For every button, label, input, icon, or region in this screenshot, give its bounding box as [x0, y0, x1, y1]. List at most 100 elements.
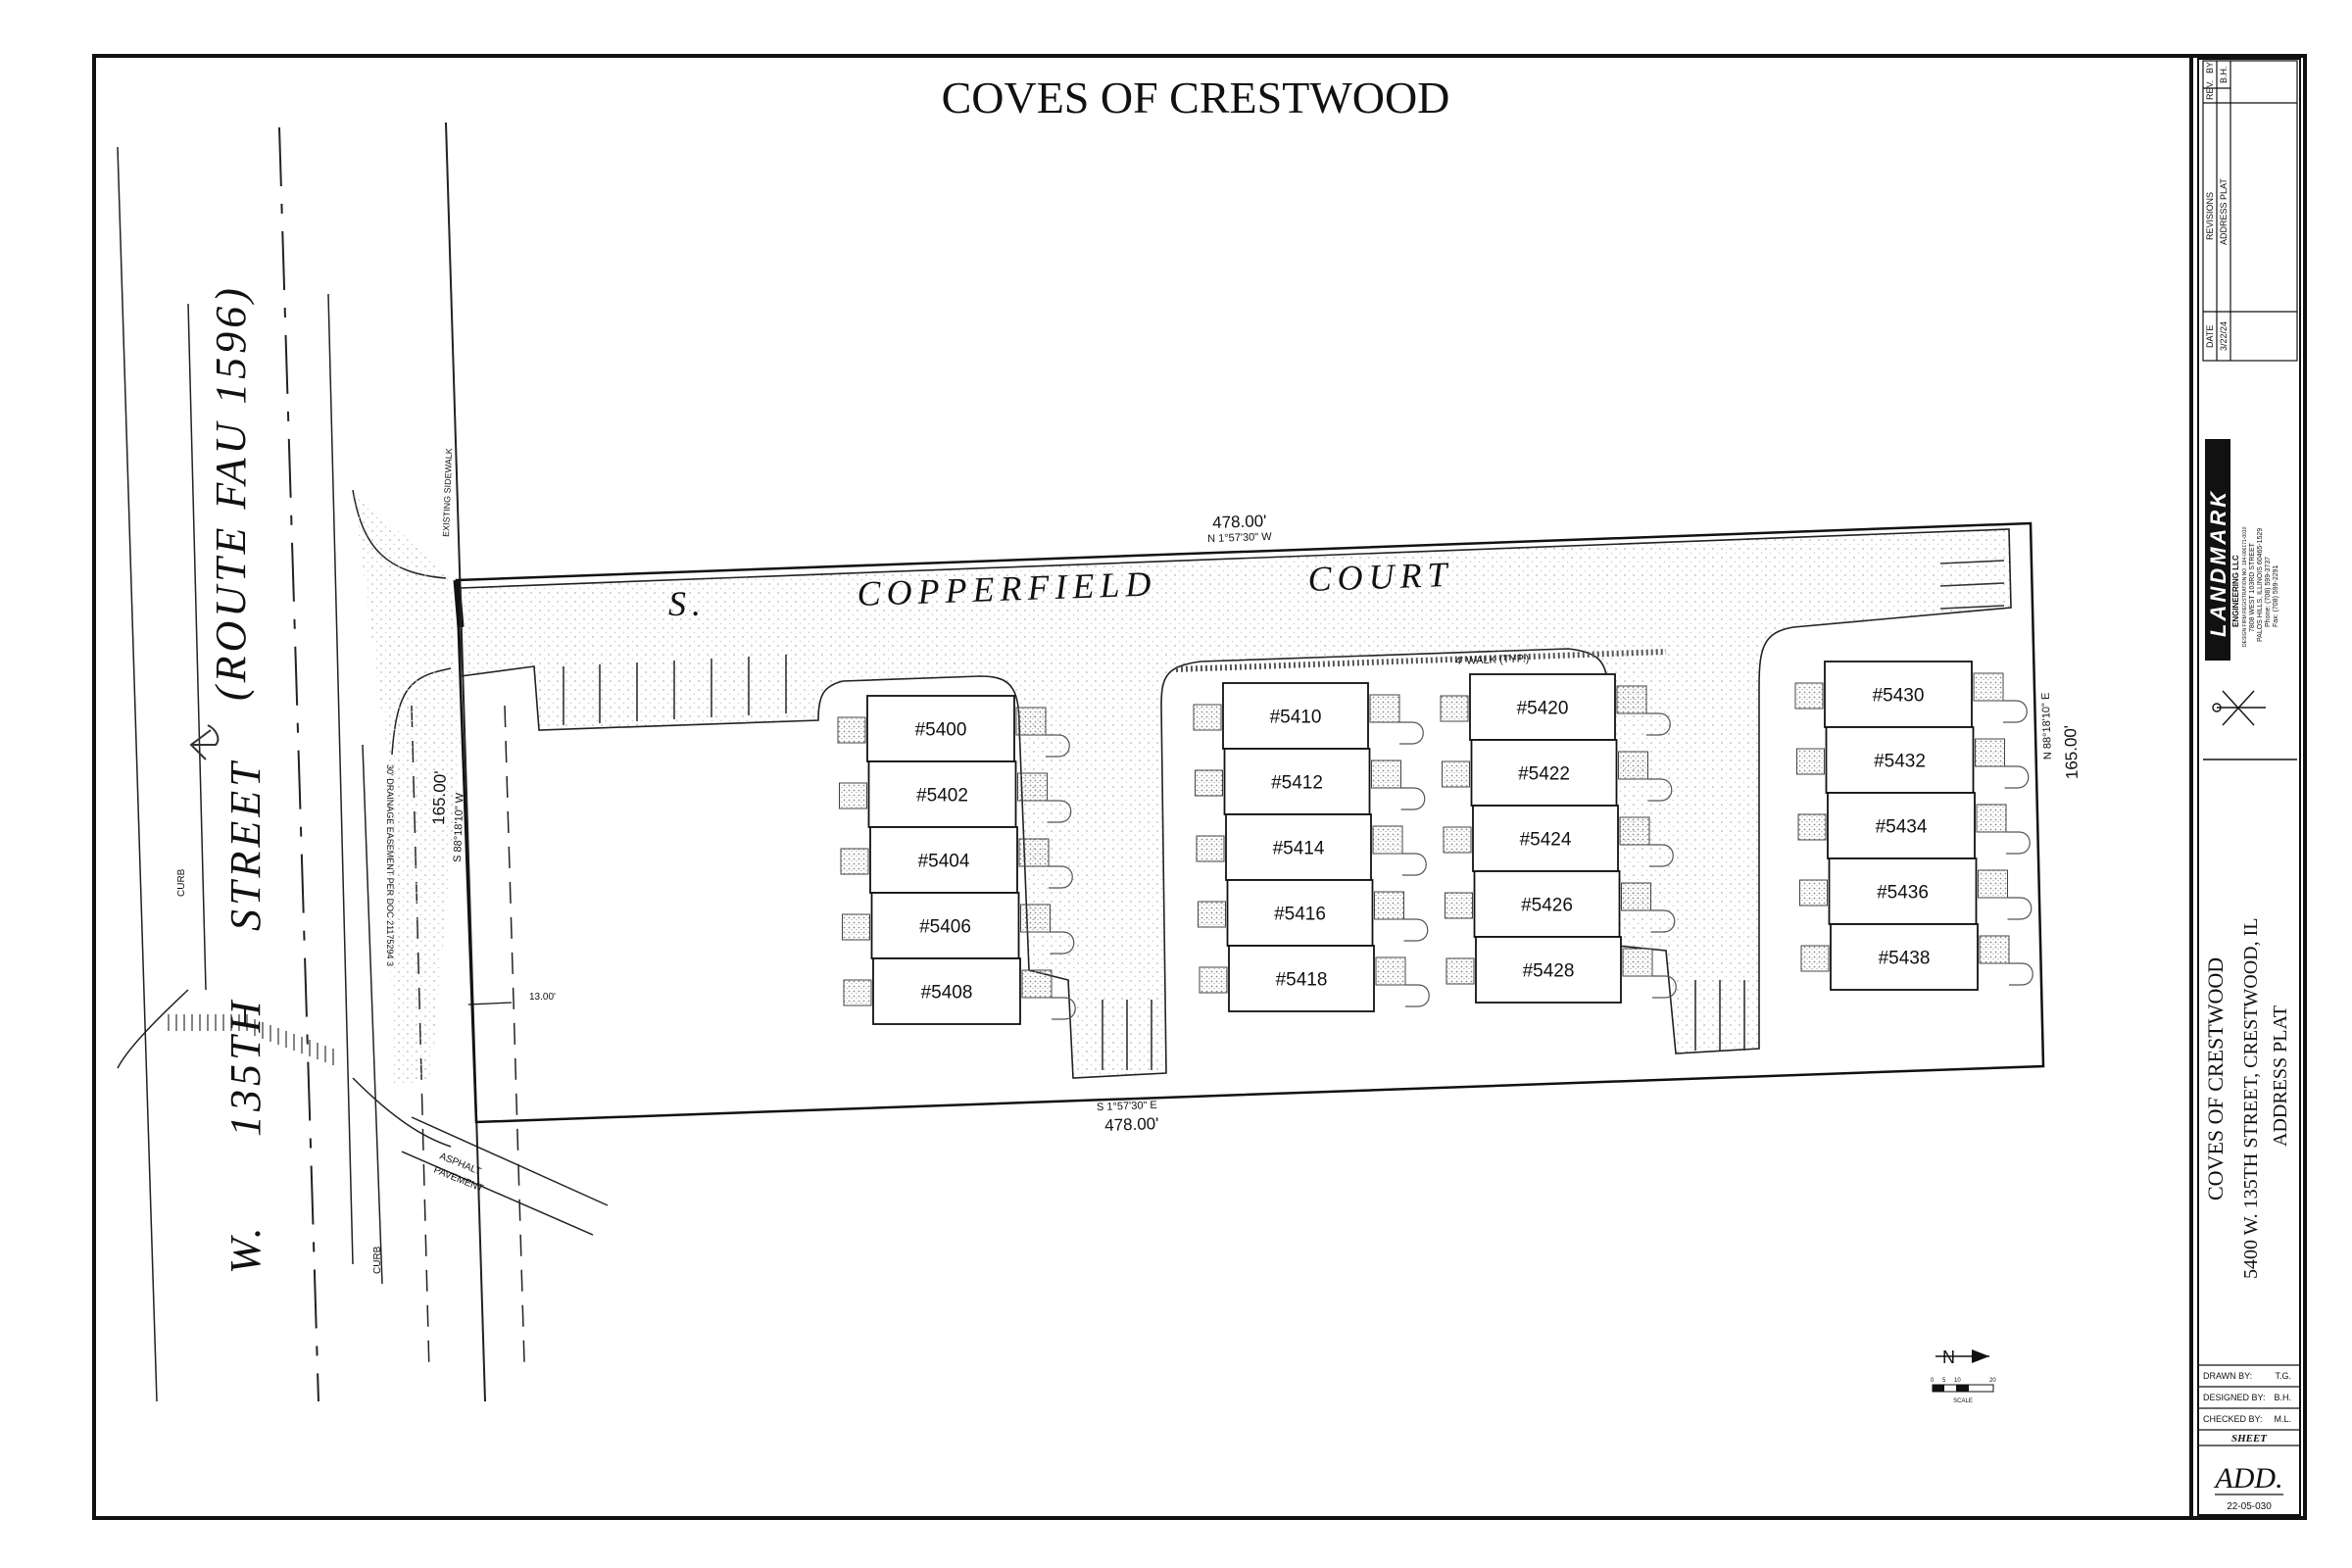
patio-left: [1196, 835, 1225, 862]
unit-address-label: #5430: [1873, 686, 1925, 707]
setback-dimension: [467, 1002, 513, 1005]
driveway-stub: [1047, 800, 1072, 823]
revisions-table: [2202, 60, 2298, 362]
unit-address-label: #5402: [916, 786, 968, 807]
patio-left: [1442, 760, 1470, 788]
patio-right: [1374, 891, 1404, 920]
unit-address-label: #5434: [1876, 817, 1928, 838]
building-block-2: #5410 #5412 #5414 #5416 #5418: [1193, 682, 1430, 1012]
unit-5426: #5426: [1445, 870, 1676, 938]
curb-label-upper: CURB: [176, 868, 187, 897]
west-distance: 165.00': [429, 770, 450, 825]
east-bearing: N 88°18'10" E: [2040, 692, 2054, 760]
street-name-w: W.: [221, 1223, 270, 1274]
patio-right: [1618, 751, 1648, 780]
setback-label: 13.00': [529, 992, 556, 1003]
project-title-2: 5400 W. 135TH STREET, CRESTWOOD, IL: [2240, 917, 2262, 1279]
patio-right: [1979, 935, 2010, 964]
unit-address-label: #5416: [1274, 905, 1326, 925]
patio-right: [1017, 772, 1048, 802]
driveway-stub: [1049, 865, 1073, 889]
unit-address-label: #5418: [1276, 970, 1328, 991]
street-name-street: STREET: [221, 759, 270, 931]
court-name-s: S.: [668, 584, 707, 623]
unit-5420: #5420: [1440, 673, 1671, 741]
street-name-135th: 135TH: [221, 998, 270, 1137]
firm-name: LANDMARK: [2206, 489, 2230, 637]
site-boundary: [455, 521, 2045, 1124]
driveway-stub: [1046, 734, 1070, 758]
crosswalk-hatch: [168, 1014, 334, 1065]
patio-right: [1976, 804, 2007, 833]
driveway-stub: [1405, 984, 1430, 1007]
rev-header: REV.: [2205, 80, 2215, 100]
checked-by: M.L.: [2274, 1414, 2291, 1424]
driveway-stub: [1399, 721, 1424, 745]
patio-right: [1371, 760, 1401, 789]
unit-address-label: #5424: [1520, 830, 1572, 851]
sheet-border: [92, 54, 2307, 1520]
survey-tower-icon: [2212, 690, 2266, 726]
unit-address-label: #5414: [1273, 839, 1325, 859]
firm-logo-box: [2205, 439, 2230, 661]
court-name-court: COURT: [1307, 555, 1453, 599]
patio-left: [839, 782, 867, 809]
patio-left: [1199, 966, 1228, 994]
driveway-stub: [2007, 897, 2033, 920]
by-header: BY: [2205, 62, 2215, 74]
south-bearing: S 1°57'30" E: [1097, 1100, 1157, 1113]
unit-footprint: [1475, 936, 1622, 1004]
unit-footprint: [1223, 748, 1371, 815]
unit-address-label: #5404: [918, 852, 970, 872]
unit-5424: #5424: [1443, 805, 1674, 872]
project-title-3: ADDRESS PLAT: [2270, 1005, 2291, 1147]
unit-5408: #5408: [843, 957, 1076, 1025]
drawn-by-label: DRAWN BY:: [2203, 1371, 2252, 1381]
patio-right: [1372, 825, 1403, 855]
patio-right: [1622, 948, 1653, 977]
unit-5414: #5414: [1196, 813, 1427, 881]
east-distance: 165.00': [2061, 725, 2082, 780]
unit-address-label: #5400: [915, 720, 967, 741]
firm-line-4: PALOS HILLS, ILLINOIS 60465-1529: [2257, 528, 2264, 642]
patio-left: [1443, 826, 1472, 854]
north-bearing: N 1°57'30" W: [1207, 531, 1272, 545]
patio-right: [1973, 672, 2004, 702]
unit-footprint: [870, 892, 1020, 959]
scale-tick-5: 5: [1942, 1378, 1946, 1384]
firm-line-6: Fax: (708) 599-2291: [2273, 564, 2279, 627]
firm-line-2: DESIGN FIRM REGISTRATION NO. 184-006171-…: [2242, 526, 2248, 647]
driveway-stub: [1403, 918, 1429, 942]
patio-right: [1015, 707, 1047, 736]
unit-5412: #5412: [1195, 748, 1426, 815]
patio-right: [1616, 685, 1647, 714]
rev-by: B.H.: [2219, 66, 2229, 83]
patio-right: [1621, 882, 1651, 911]
unit-5406: #5406: [842, 892, 1075, 959]
unit-5410: #5410: [1193, 682, 1424, 750]
driveway-stub: [1052, 997, 1076, 1020]
unit-footprint: [1824, 661, 1973, 728]
patio-left: [837, 716, 866, 744]
parking-stripes-south-2: [1694, 980, 1745, 1051]
driveway-stub: [1647, 778, 1673, 802]
west-bearing: S 88°18'10" W: [452, 792, 466, 862]
unit-address-label: #5438: [1879, 949, 1931, 969]
unit-address-label: #5410: [1270, 708, 1322, 728]
unit-5418: #5418: [1199, 945, 1430, 1012]
patio-left: [1440, 695, 1469, 722]
patio-right: [1975, 738, 2005, 767]
north-arrow: N: [1936, 1348, 1989, 1367]
sheet-label: SHEET: [2231, 1433, 2268, 1445]
building-block-4: #5430#5432#5434#5436#5438: [1794, 661, 2034, 991]
patio-left: [1797, 813, 1827, 841]
unit-footprint: [1828, 858, 1978, 925]
driveway-stub: [2006, 831, 2031, 855]
unit-address-label: #5420: [1517, 699, 1569, 719]
parking-stripes-west: [563, 655, 787, 725]
rev-desc: ADDRESS PLAT: [2219, 178, 2229, 245]
street-route: (ROUTE FAU 1596): [207, 284, 255, 701]
entrance-pavement: [353, 490, 461, 1088]
patio-right: [1018, 838, 1050, 867]
patio-left: [1799, 879, 1828, 906]
